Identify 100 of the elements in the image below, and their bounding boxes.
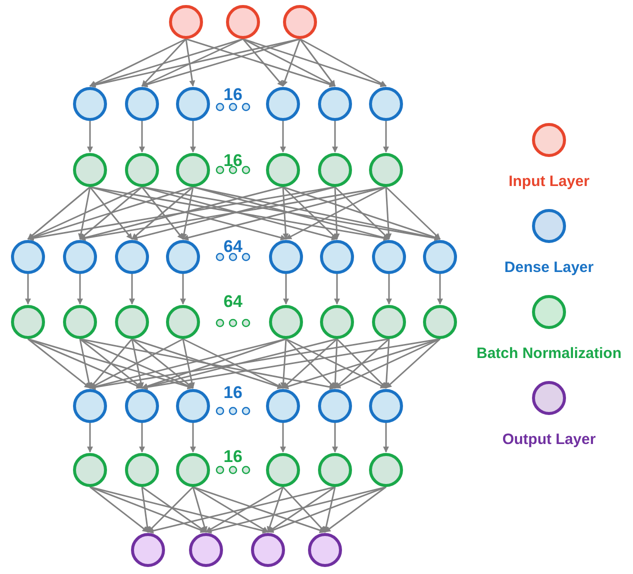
arrow [181, 186, 194, 240]
neuron-circle [176, 153, 210, 187]
neuron-circle [125, 153, 159, 187]
neuron-circle [73, 87, 107, 121]
arrow [141, 486, 150, 533]
neuron-circle [266, 453, 300, 487]
arrow [77, 274, 83, 305]
neuron-circle [176, 87, 210, 121]
arrow [280, 121, 286, 153]
neuron-circle [166, 240, 200, 274]
arrow [383, 423, 389, 453]
neuron-circle [115, 240, 149, 274]
neuron-circle [11, 240, 45, 274]
neuron-circle [166, 305, 200, 339]
arrow [141, 38, 187, 87]
neuron-circle [320, 240, 354, 274]
legend-label: Dense Layer [504, 260, 594, 275]
arrow [182, 338, 284, 389]
neuron-circle [176, 453, 210, 487]
arrow [89, 38, 244, 88]
layer-size-label: 64 [224, 293, 242, 310]
arrow [80, 338, 142, 389]
arrow [185, 38, 196, 87]
neuron-circle [63, 305, 97, 339]
arrow [131, 338, 144, 389]
neuron-circle [372, 240, 406, 274]
arrow [383, 338, 390, 389]
arrow [141, 338, 338, 390]
arrow [132, 338, 194, 389]
neuron-circle [308, 533, 342, 567]
arrow [282, 186, 441, 240]
arrow [90, 486, 207, 533]
arrow [286, 338, 387, 389]
arrow [332, 338, 338, 389]
arrow [139, 121, 145, 153]
neuron-circle [125, 453, 159, 487]
arrow [190, 423, 196, 453]
arrow [80, 338, 336, 390]
neuron-circle [423, 305, 457, 339]
arrow [385, 186, 441, 240]
layer-size-label: 16 [224, 152, 242, 169]
layer-size-label: 16 [224, 384, 242, 401]
arrow [28, 338, 143, 389]
arrow [129, 274, 135, 305]
legend-label: Output Layer [502, 432, 596, 447]
neuron-circle [369, 153, 403, 187]
neuron-circle [318, 453, 352, 487]
arrow [90, 486, 148, 533]
arrow [186, 38, 336, 88]
arrow [80, 186, 142, 240]
arrow [280, 338, 287, 389]
arrow [266, 486, 284, 533]
arrow [142, 486, 206, 533]
neuron-circle [372, 305, 406, 339]
neuron-circle [269, 305, 303, 339]
arrow [267, 486, 386, 533]
arrow [242, 38, 284, 86]
arrow [334, 186, 390, 240]
arrow [132, 186, 194, 240]
neuron-circle [63, 240, 97, 274]
neuron-circle [73, 153, 107, 187]
arrow [386, 338, 440, 389]
neuron-circle [125, 389, 159, 423]
neuron-circle [369, 453, 403, 487]
arrow [282, 38, 301, 87]
arrow [334, 186, 340, 240]
arrow [334, 274, 340, 305]
arrow [299, 38, 336, 86]
arrow [282, 486, 326, 533]
arrow [385, 186, 392, 240]
arrow [283, 274, 289, 305]
arrow [27, 186, 142, 240]
legend-label: Input Layer [508, 174, 590, 189]
arrow [334, 338, 440, 389]
arrow [324, 486, 386, 533]
neuron-circle [251, 533, 285, 567]
arrow [141, 38, 244, 87]
neuron-circle [318, 153, 352, 187]
arrow [386, 274, 392, 305]
layer-size-label: 16 [224, 448, 242, 465]
neuron-circle [73, 453, 107, 487]
arrow [300, 38, 387, 87]
arrow [139, 423, 145, 453]
layer-size-label: 16 [224, 86, 242, 103]
arrow [147, 486, 336, 534]
arrow [182, 338, 195, 389]
arrow [280, 423, 286, 453]
neuron-circle [189, 533, 223, 567]
arrow [89, 38, 186, 87]
neuron-circle [266, 153, 300, 187]
arrow [89, 186, 133, 240]
neuron-circle [125, 87, 159, 121]
arrow [242, 38, 336, 87]
arrow [242, 38, 387, 88]
arrow [147, 486, 194, 533]
neuron-circle [283, 5, 317, 39]
neuron-circle [176, 389, 210, 423]
neuron-circle [131, 533, 165, 567]
neuron-circle [11, 305, 45, 339]
arrow [27, 186, 194, 240]
